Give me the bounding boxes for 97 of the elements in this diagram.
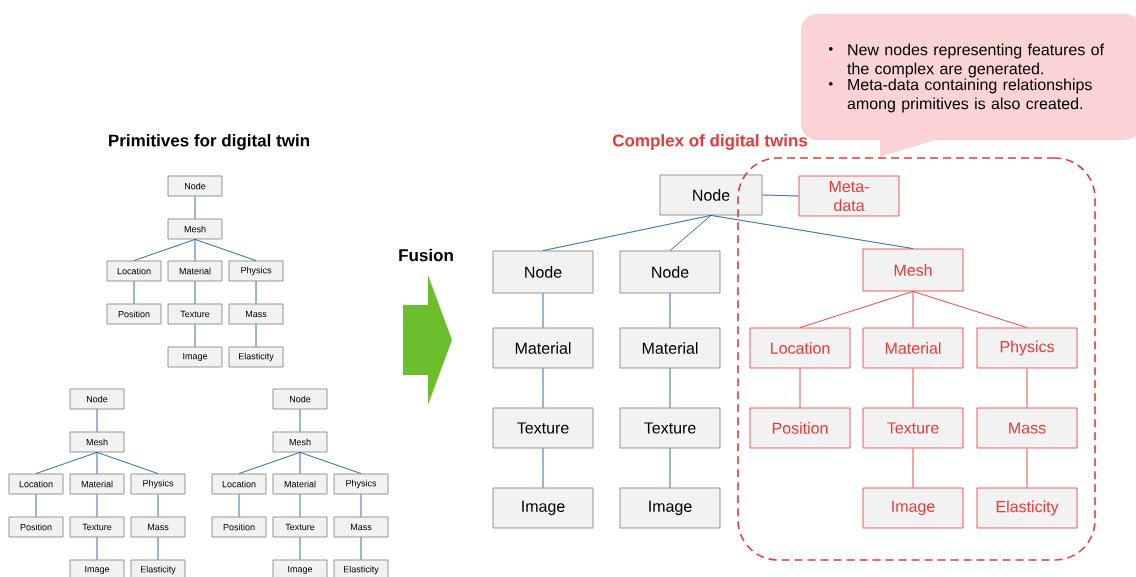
connector-line [360,493,362,518]
connector-line [194,238,196,262]
connector-line [157,493,159,518]
connector-line [799,367,801,409]
connector-line [299,536,301,561]
tree-node-box: Mass [976,407,1078,449]
tree-node-box: Mass [333,516,389,538]
tree-node-box: Material [492,327,594,369]
connector-line [299,451,362,475]
tree-node-box: Texture [272,516,328,538]
tree-node-box: Material [167,260,223,282]
tree-node-box: Material [272,473,328,495]
connector-line [255,323,257,348]
connector-line [542,292,544,329]
tree-node-box: Node [619,250,721,294]
connector-line [542,447,544,489]
connector-line [96,408,98,433]
tree-node-box: Position [211,516,267,538]
dashed-region [737,157,1096,561]
tree-node-box: Elasticity [976,487,1078,529]
connector-line [669,214,712,252]
connector-line [360,536,362,561]
tree-node-box: Material [69,473,125,495]
tree-node-box: Mesh [69,431,125,453]
connector-line [255,280,257,305]
fusion-label: Fusion [399,248,453,262]
connector-line [1026,367,1028,409]
connector-line [35,451,98,475]
tree-node-box: Mass [130,516,186,538]
connector-line [96,536,98,561]
connector-line [194,238,257,262]
tree-node-box: Material [619,327,721,369]
tree-node-box: Mesh [272,431,328,453]
tree-node-box: Image [862,487,964,529]
tree-node-box: Image [619,487,721,529]
tree-node-box: Mesh [167,218,223,240]
connector-line [1026,447,1028,489]
connector-line [669,447,671,489]
tree-node-box: Elasticity [333,559,389,577]
connector-line [912,367,914,409]
tree-node-box: Texture [69,516,125,538]
tree-node-box: Position [8,516,64,538]
tree-node-box: Node [492,250,594,294]
connector-line [238,451,301,475]
connector-line [799,290,914,329]
connector-line [96,493,98,518]
tree-node-box: Image [69,559,125,577]
tree-node-box: Texture [619,407,721,449]
tree-node-box: Texture [862,407,964,449]
tree-node-box: Mass [228,303,284,325]
connector-line [542,214,712,252]
tree-node-box: Location [8,473,64,495]
connector-line [299,451,301,475]
tree-node-box: Node [272,388,328,410]
tree-node-box: Position [106,303,162,325]
tree-node-box: Meta-data [798,175,900,217]
connector-line [912,447,914,489]
tree-node-box: Material [862,327,964,369]
tree-node-box: Image [492,487,594,529]
connector-line [761,194,800,197]
tree-node-box: Location [211,473,267,495]
connector-line [194,280,196,305]
connector-line [133,238,196,262]
tree-node-box: Physics [976,327,1078,369]
tree-node-box: Node [69,388,125,410]
connector-line [133,280,135,305]
connector-line [710,214,914,250]
connector-line [194,195,196,220]
tree-node-box: Physics [130,473,186,495]
connector-line [299,408,301,433]
tree-node-box: Position [749,407,851,449]
connector-line [912,290,1028,329]
connector-line [299,493,301,518]
tree-node-box: Node [167,175,223,197]
tree-node-box: Texture [167,303,223,325]
tree-node-box: Mesh [862,248,964,292]
connector-line [35,493,37,518]
heading: Primitives for digital twin [109,134,309,150]
connector-line [669,292,671,329]
tree-node-box: Elasticity [130,559,186,577]
connector-line [194,323,196,348]
tree-node-box: Elasticity [228,346,284,368]
connector-line [542,367,544,409]
connector-line [669,367,671,409]
connector-line [912,290,914,329]
tree-node-box: Location [749,327,851,369]
connector-line [96,451,159,475]
tree-node-box: Image [167,346,223,368]
tree-node-box: Image [272,559,328,577]
tree-node-box: Physics [228,260,284,282]
connector-line [96,451,98,475]
tree-node-box: Texture [492,407,594,449]
tree-node-box: Node [659,174,763,216]
tree-node-box: Location [106,260,162,282]
tree-node-box: Physics [333,473,389,495]
connector-line [157,536,159,561]
connector-line [238,493,240,518]
